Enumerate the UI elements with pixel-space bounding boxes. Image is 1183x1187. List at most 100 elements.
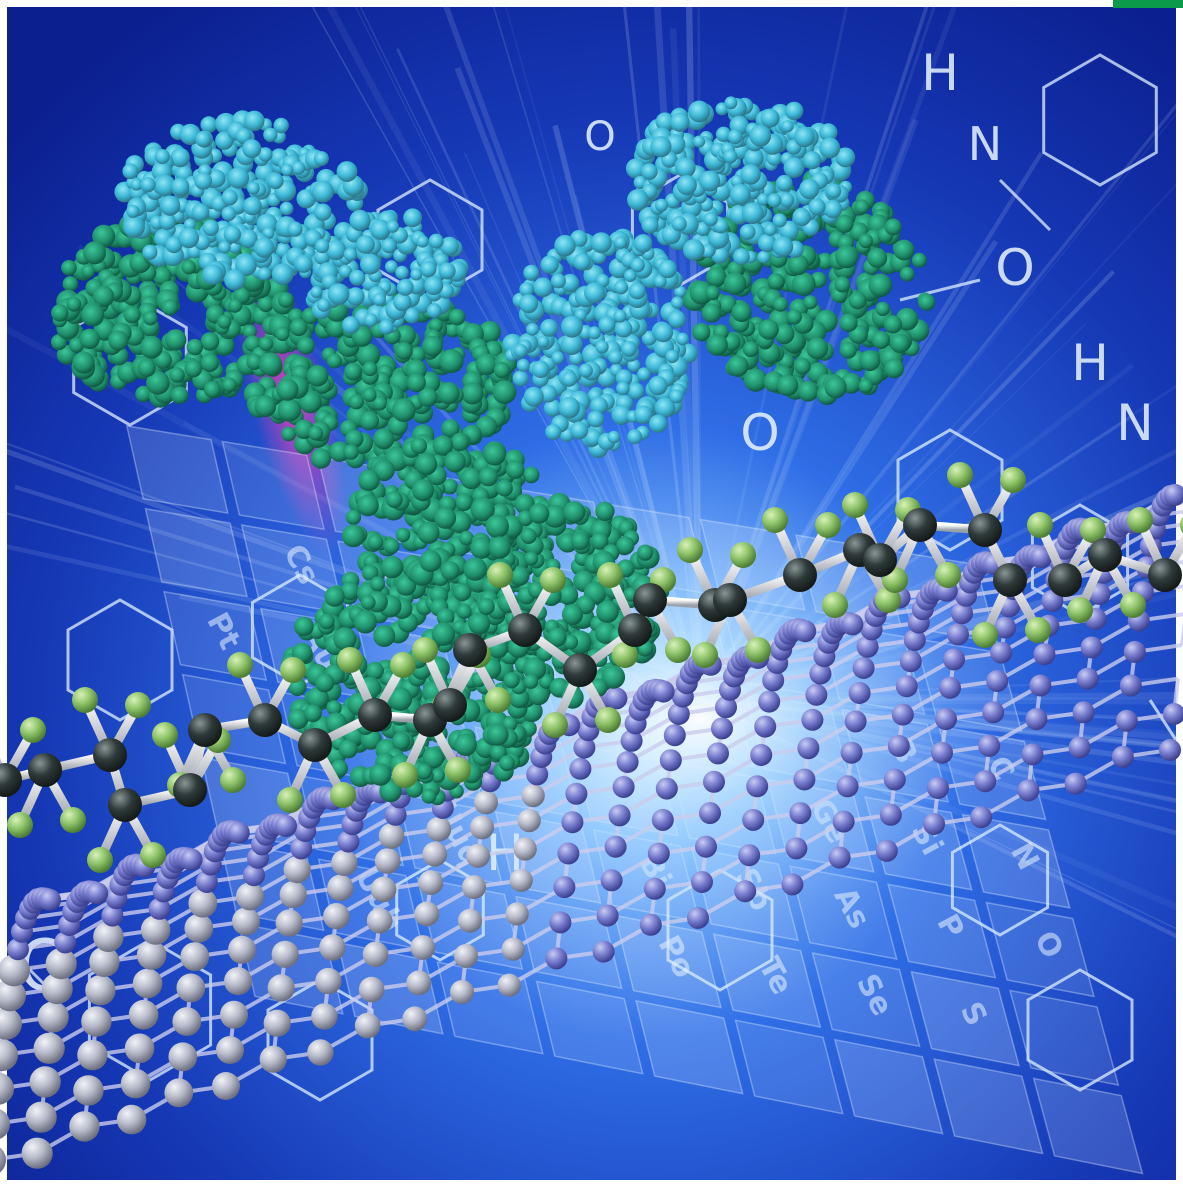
protein-atom <box>641 216 659 234</box>
protein-atom <box>551 351 565 365</box>
protein-atom <box>918 293 936 311</box>
benzene-ring <box>66 598 174 722</box>
benzene-ring <box>1026 968 1134 1092</box>
protein-atom <box>324 586 345 607</box>
nanotube-atom <box>742 808 765 831</box>
protein-atom <box>890 333 910 354</box>
protein-atom <box>362 564 379 581</box>
protein-atom <box>742 341 759 358</box>
protein-atom <box>152 266 172 286</box>
protein-atom <box>543 505 567 528</box>
protein-atom <box>62 276 79 292</box>
protein-atom <box>669 389 684 404</box>
protein-atom <box>456 603 472 620</box>
protein-atom <box>757 250 771 264</box>
nanotube-atom <box>1025 708 1048 731</box>
protein-atom <box>92 285 115 308</box>
protein-atom <box>653 274 667 288</box>
corner-accent <box>1113 0 1183 8</box>
protein-atom <box>514 493 535 514</box>
protein-atom <box>470 536 493 559</box>
protein-atom <box>512 370 529 387</box>
protein-atom <box>563 501 586 524</box>
protein-atom <box>884 358 904 379</box>
protein-atom <box>773 323 795 345</box>
protein-atom <box>689 280 714 305</box>
protein-atom <box>406 372 426 393</box>
nanotube-atom <box>384 803 407 826</box>
protein-atom <box>276 378 299 401</box>
protein-atom <box>440 236 459 256</box>
nanotube-atom <box>418 870 444 895</box>
nanotube-atom <box>931 741 953 764</box>
protein-atom <box>410 268 423 281</box>
nanotube-atom <box>738 844 761 867</box>
nanotube-atom <box>25 1101 57 1133</box>
nanotube-atom <box>243 864 265 887</box>
nanotube-atom <box>852 657 875 679</box>
protein-atom <box>773 297 788 312</box>
nanotube-atom <box>652 680 675 703</box>
nanotube-atom <box>639 913 662 936</box>
protein-atom <box>590 232 612 254</box>
protein-atom <box>587 410 604 428</box>
fluorine-atom <box>392 762 418 788</box>
protein-atom <box>342 316 360 334</box>
protein-atom <box>341 524 365 548</box>
protein-atom <box>393 292 412 312</box>
nanotube-atom <box>85 975 116 1006</box>
fluorine-atom <box>1180 516 1183 534</box>
protein-atom <box>169 367 185 383</box>
protein-atom <box>227 167 250 189</box>
protein-atom <box>242 139 262 159</box>
chemical-label: N <box>968 117 1002 171</box>
protein-atom <box>637 544 654 561</box>
nanotube-atom <box>0 954 30 987</box>
nanotube-atom <box>290 837 313 860</box>
protein-atom <box>200 116 218 134</box>
nanotube-atom <box>809 662 832 685</box>
protein-atom <box>253 237 275 258</box>
protein-atom <box>243 196 262 216</box>
protein-atom <box>214 335 235 356</box>
protein-atom <box>598 316 616 334</box>
nanotube-atom <box>793 768 816 791</box>
nanotube-atom <box>943 648 965 671</box>
nanotube-atom <box>474 790 498 815</box>
protein-atom <box>364 313 378 327</box>
protein-atom <box>395 527 411 543</box>
protein-atom <box>819 123 838 142</box>
nanotube-atom <box>970 806 993 829</box>
protein-atom <box>422 747 444 769</box>
fluorine-atom <box>412 637 438 663</box>
protein-atom <box>235 128 252 144</box>
protein-atom <box>655 112 675 132</box>
protein-atom <box>343 444 359 460</box>
protein-atom <box>505 460 525 480</box>
protein-atom <box>385 491 403 508</box>
nanotube-atom <box>832 810 855 833</box>
protein-atom <box>834 276 851 293</box>
protein-atom <box>142 244 158 260</box>
protein-atom <box>310 286 323 299</box>
nanotube-atom <box>1017 779 1040 802</box>
protein-atom <box>627 358 641 372</box>
protein-atom <box>526 323 539 336</box>
protein-atom <box>373 624 396 647</box>
nanotube-atom <box>1029 674 1052 697</box>
protein-atom <box>649 414 668 433</box>
carbon-atom <box>713 583 747 617</box>
fluorine-atom <box>692 642 718 668</box>
protein-atom <box>692 323 711 342</box>
benzene-ring <box>1042 53 1158 187</box>
protein-atom <box>799 178 820 200</box>
nanotube-atom <box>132 968 163 999</box>
protein-atom <box>200 353 220 373</box>
periodic-table-cell <box>833 1038 944 1135</box>
fluorine-atom <box>125 692 151 718</box>
protein-atom <box>79 328 100 349</box>
protein-atom <box>235 254 257 276</box>
protein-atom <box>318 613 335 630</box>
bond-line <box>899 278 981 302</box>
